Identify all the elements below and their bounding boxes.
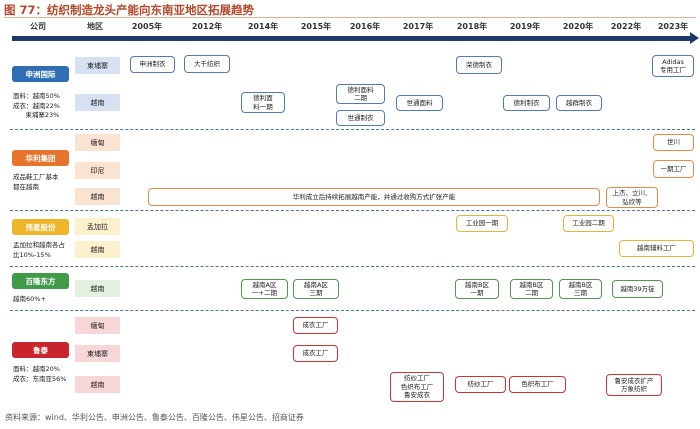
section-divider (10, 310, 695, 311)
event-box: 鲁安成衣扩产 万象纺织 (606, 374, 662, 396)
header-year: 2005年 (131, 22, 163, 31)
company-label-lutai: 鲁泰 (12, 342, 69, 358)
header-year: 2019年 (509, 22, 541, 31)
event-box: 荣德制衣 (456, 56, 502, 74)
region-cambodia: 柬埔寨 (75, 57, 120, 74)
region-myanmar: 缅甸 (75, 317, 120, 334)
header-year: 2017年 (402, 22, 434, 31)
event-box: 越南39万锭 (612, 280, 663, 298)
header-year: 2020年 (562, 22, 594, 31)
event-bar: 华利成立后持续拓展越南产能，并通过收购方式扩张产能 (148, 188, 600, 206)
region-vietnam: 越南 (75, 241, 120, 258)
section-divider (10, 266, 695, 267)
region-bangladesh: 孟加拉 (75, 218, 120, 235)
event-box: 越南A区 三期 (293, 279, 339, 299)
figure-title: 图 77：纺织制造龙头产能向东南亚地区拓展趋势 (4, 3, 255, 17)
region-myanmar: 缅甸 (75, 134, 120, 151)
event-box: 一期工厂 (653, 160, 694, 178)
event-box: 越南B区 三期 (559, 279, 602, 299)
event-box: 越群制衣 (556, 95, 602, 111)
event-box: 德利面料 二期 (336, 84, 385, 104)
company-note-weixing: 孟加拉和越南各占 比10%-15% (13, 241, 65, 259)
source-note: 资料来源：wind、华利公告、申洲公告、鲁泰公告、百隆公告、伟星公告、招商证券 (5, 413, 304, 422)
company-note-shenzhou: 面料：越南50% 成衣：越南22% 柬埔寨23% (13, 92, 60, 119)
region-indonesia: 印尼 (75, 162, 120, 179)
header-year: 2016年 (349, 22, 381, 31)
event-box: 上杰、立川、 弘欣等 (606, 187, 658, 208)
header-year: 2023年 (657, 22, 689, 31)
event-box: 纺纱工厂 (455, 376, 506, 393)
region-vietnam: 越南 (75, 188, 120, 205)
section-divider (10, 129, 695, 130)
event-box: Adidas 专用工厂 (652, 55, 694, 77)
event-box: 成衣工厂 (293, 317, 338, 334)
header-year: 2014年 (247, 22, 279, 31)
timeline-axis (12, 36, 693, 41)
event-box: 世通面料 (396, 95, 443, 111)
region-vietnam: 越南 (75, 94, 120, 111)
header-year: 2012年 (191, 22, 223, 31)
region-vietnam: 越南 (75, 280, 120, 297)
header-year: 2015年 (300, 22, 332, 31)
company-note-huali: 成品鞋工厂基本 都在越南 (13, 173, 59, 191)
company-label-shenzhou: 申洲国际 (12, 66, 69, 82)
company-note-bailong: 越南60%+ (13, 295, 46, 303)
title-underline (4, 17, 696, 18)
event-box: 纺纱工厂 色织布工厂 鲁安成衣 (390, 372, 444, 402)
event-box: 世通制衣 (336, 110, 385, 126)
company-label-bailong: 百隆东方 (12, 273, 69, 289)
event-box: 越南B区 一期 (455, 279, 499, 299)
event-box: 申洲制衣 (130, 56, 175, 73)
event-box: 工业园一期 (456, 215, 508, 232)
header-year: 2018年 (456, 22, 488, 31)
event-box: 越南辅料工厂 (619, 240, 694, 257)
header-region: 地区 (87, 22, 103, 31)
company-note-lutai: 面料：越南20% 成衣：东南亚56% (13, 365, 67, 383)
company-label-huali: 华利集团 (12, 150, 69, 166)
event-box: 德利面 料一期 (241, 92, 285, 113)
header-year: 2022年 (610, 22, 642, 31)
section-divider (10, 210, 695, 211)
event-box: 色织布工厂 (509, 376, 566, 393)
region-vietnam: 越南 (75, 376, 120, 393)
event-box: 大千纺织 (184, 55, 230, 73)
region-cambodia: 柬埔寨 (75, 345, 120, 362)
event-box: 德利制衣 (503, 95, 550, 111)
timeline-arrow-icon (690, 32, 699, 44)
event-box: 世川 (653, 134, 694, 151)
header-company: 公司 (30, 22, 46, 31)
event-box: 成衣工厂 (293, 345, 338, 362)
event-box: 工业园二期 (563, 215, 614, 232)
company-label-weixing: 伟星股份 (12, 219, 69, 235)
event-box: 越南B区 二期 (510, 279, 553, 299)
event-box: 越南A区 一+二期 (241, 279, 288, 299)
